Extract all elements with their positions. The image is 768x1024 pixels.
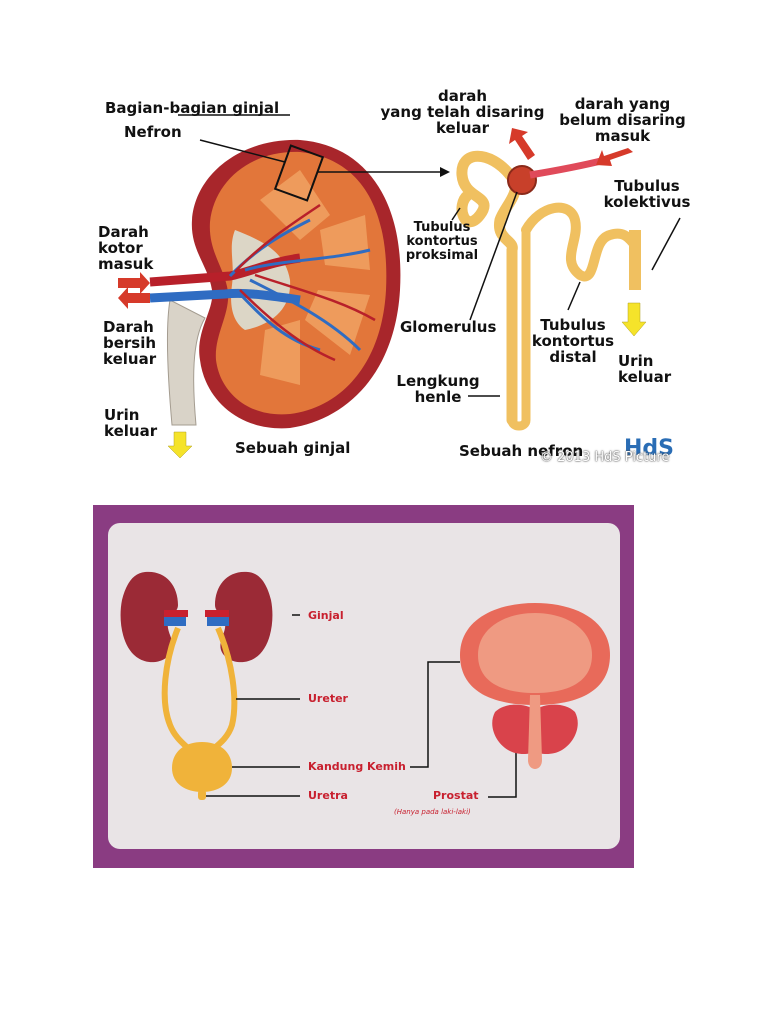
label-uretra: Uretra (308, 789, 348, 802)
hds-logo: HdS (624, 436, 675, 461)
label-kandung-kemih: Kandung Kemih (308, 760, 406, 773)
label-prostat: Prostat (433, 789, 479, 802)
urinary-system-panel (93, 505, 634, 868)
arrow-down-icon (167, 431, 193, 459)
nefron-label: Nefron (124, 123, 182, 141)
arrow-in-red-icon (596, 148, 633, 166)
label-ureter: Ureter (308, 692, 348, 705)
label-prostat-note: (Hanya pada laki-laki) (394, 808, 471, 816)
kidney-nephron-diagram (118, 114, 681, 459)
arrow-in-icon (118, 272, 150, 294)
ureter-tube (166, 299, 206, 426)
caption-nefron: Sebuah nefron (459, 442, 584, 460)
panel-inner (108, 523, 620, 849)
glomerulus (507, 165, 537, 195)
renal-pelvis (231, 230, 291, 330)
arrow-down-yellow-icon (621, 302, 647, 337)
glomerulus-label: Glomerulus (400, 318, 497, 336)
nefron-box (273, 144, 325, 202)
distal-tubule (521, 202, 640, 282)
arrow-out-red-icon (509, 128, 535, 160)
loop-henle (507, 230, 531, 431)
label-ginjal: Ginjal (308, 609, 344, 622)
diagram-title: Bagian-bagian ginjal (105, 99, 280, 117)
proximal-tubule (456, 150, 516, 228)
arrow-out-icon (118, 287, 150, 309)
caption-ginjal: Sebuah ginjal (235, 439, 351, 457)
copyright-watermark: © 2013 HdS Picture (540, 450, 670, 465)
